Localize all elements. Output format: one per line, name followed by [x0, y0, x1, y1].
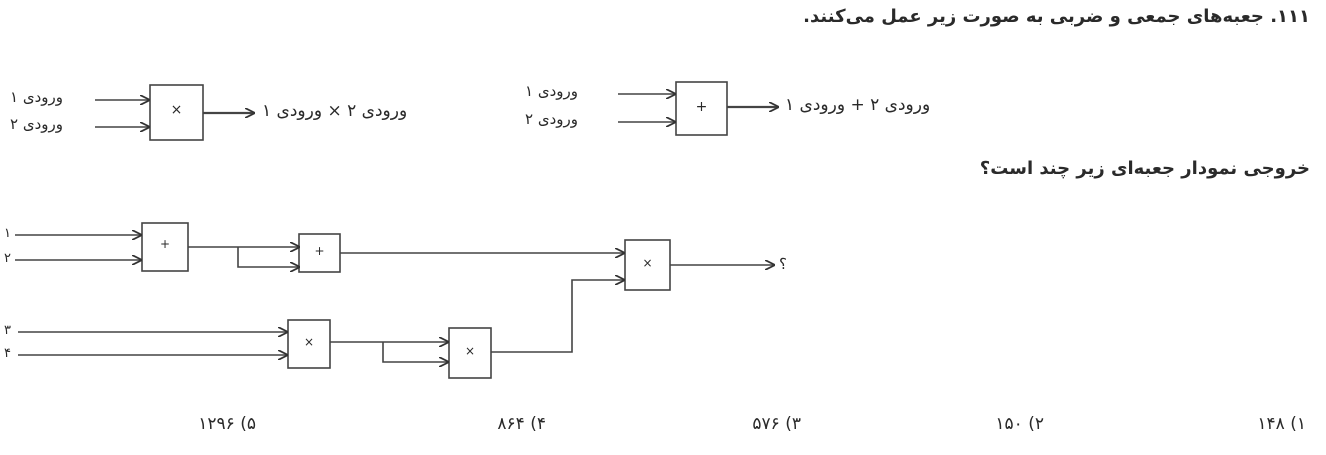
input-label-3: ۳: [4, 323, 11, 338]
example-add-input2: ورودی ۲: [525, 110, 578, 128]
option-3[interactable]: ۳) ۵۷۶: [752, 414, 801, 434]
example-mult-input1: ورودی ۱: [10, 88, 63, 106]
example-add-op: +: [695, 99, 708, 115]
example-add-input1: ورودی ۱: [525, 82, 578, 100]
add-box-2: +: [314, 244, 325, 258]
mult-box-final: ×: [642, 256, 653, 270]
option-1[interactable]: ۱) ۱۴۸: [1257, 414, 1306, 434]
mult-box-1: ×: [303, 335, 315, 349]
option-4[interactable]: ۴) ۸۶۴: [497, 414, 546, 434]
add-box-1: +: [159, 237, 171, 251]
input-label-1: ۱: [4, 226, 11, 241]
input-label-2: ۲: [4, 251, 11, 266]
example-mult-result: ورودی ۲ × ورودی ۱: [262, 101, 408, 121]
input-label-4: ۴: [4, 346, 11, 361]
question-intro-text: جعبه‌های جمعی و ضربی به صورت زیر عمل می‌…: [803, 6, 1264, 27]
option-2[interactable]: ۲) ۱۵۰: [995, 414, 1044, 434]
example-add-box: [675, 81, 728, 136]
example-mult-input2: ورودی ۲: [10, 115, 63, 133]
question-prompt: خروجی نمودار جعبه‌ای زیر چند است؟: [979, 158, 1310, 179]
question-number: ۱۱۱.: [1270, 6, 1310, 27]
mult-box-2: ×: [464, 344, 476, 358]
example-mult-op: ×: [170, 102, 183, 118]
question-intro: ۱۱۱. جعبه‌های جمعی و ضربی به صورت زیر عم…: [803, 6, 1310, 27]
example-add-result: ورودی ۲ + ورودی ۱: [785, 95, 931, 115]
option-5[interactable]: ۵) ۱۲۹۶: [198, 414, 256, 434]
output-label: ؟: [779, 255, 787, 273]
